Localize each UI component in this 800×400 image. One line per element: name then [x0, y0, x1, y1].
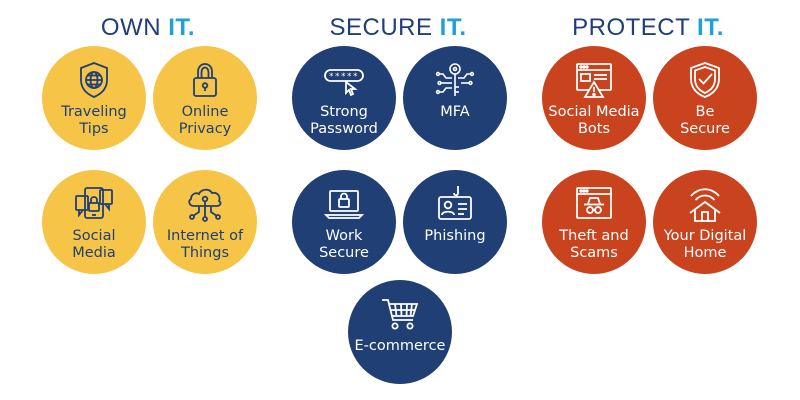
- topic-label: Phishing: [424, 228, 486, 244]
- laptop-lock-icon: [324, 184, 364, 224]
- topic-label: Work Secure: [319, 228, 369, 261]
- topic-mfa[interactable]: MFA: [403, 46, 507, 150]
- topic-label: Strong Password: [310, 104, 378, 137]
- svg-text:*: *: [329, 72, 334, 82]
- topic-be-secure[interactable]: Be Secure: [653, 46, 757, 150]
- topic-theft-and-scams[interactable]: Theft and Scams: [542, 170, 646, 274]
- topic-label: MFA: [440, 104, 470, 120]
- topic-social-media-bots[interactable]: Social Media Bots: [542, 46, 646, 150]
- heading-it: IT.: [697, 14, 724, 41]
- browser-spy-icon: [574, 184, 614, 224]
- svg-text:*: *: [341, 72, 346, 82]
- topic-label: Social Media: [72, 228, 116, 261]
- shield-check-icon: [685, 60, 725, 100]
- topic-label: Internet of Things: [166, 228, 244, 261]
- shopping-cart-icon: [380, 294, 420, 334]
- topic-work-secure[interactable]: Work Secure: [292, 170, 396, 274]
- svg-text:*: *: [335, 72, 340, 82]
- topic-phishing[interactable]: Phishing: [403, 170, 507, 274]
- hook-id-card-icon: [435, 184, 475, 224]
- topic-traveling-tips[interactable]: Traveling Tips: [42, 46, 146, 150]
- browser-warning-icon: [574, 60, 614, 100]
- topic-label: Traveling Tips: [61, 104, 127, 137]
- heading-word: SECURE: [329, 14, 440, 41]
- password-field-icon: * * * * *: [324, 60, 364, 100]
- cloud-network-icon: [185, 184, 225, 224]
- topic-e-commerce[interactable]: E-commerce: [348, 280, 452, 384]
- topic-label: Your Digital Home: [663, 228, 747, 261]
- topic-label: Be Secure: [680, 104, 730, 137]
- svg-text:*: *: [347, 72, 352, 82]
- wifi-home-icon: [685, 184, 725, 224]
- heading-word: OWN: [100, 14, 169, 41]
- heading-it: IT.: [439, 14, 467, 41]
- svg-text:*: *: [353, 72, 358, 82]
- padlock-icon: [185, 60, 225, 100]
- heading-own-it: OWN IT.: [101, 14, 195, 42]
- topic-your-digital-home[interactable]: Your Digital Home: [653, 170, 757, 274]
- topic-internet-of-things[interactable]: Internet of Things: [153, 170, 257, 274]
- key-circuit-icon: [435, 60, 475, 100]
- topic-strong-password[interactable]: * * * * * Strong Password: [292, 46, 396, 150]
- topic-online-privacy[interactable]: Online Privacy: [153, 46, 257, 150]
- heading-it: IT.: [168, 14, 196, 41]
- topic-label: Online Privacy: [178, 104, 232, 137]
- topic-label: E-commerce: [354, 338, 446, 354]
- globe-shield-icon: [74, 60, 114, 100]
- social-media-lock-icon: [74, 184, 114, 224]
- heading-protect-it: PROTECT IT.: [572, 14, 724, 42]
- topic-social-media[interactable]: Social Media: [42, 170, 146, 274]
- heading-secure-it: SECURE IT.: [329, 14, 466, 42]
- topic-label: Theft and Scams: [559, 228, 629, 261]
- topic-label: Social Media Bots: [548, 104, 640, 137]
- heading-word: PROTECT: [572, 14, 698, 41]
